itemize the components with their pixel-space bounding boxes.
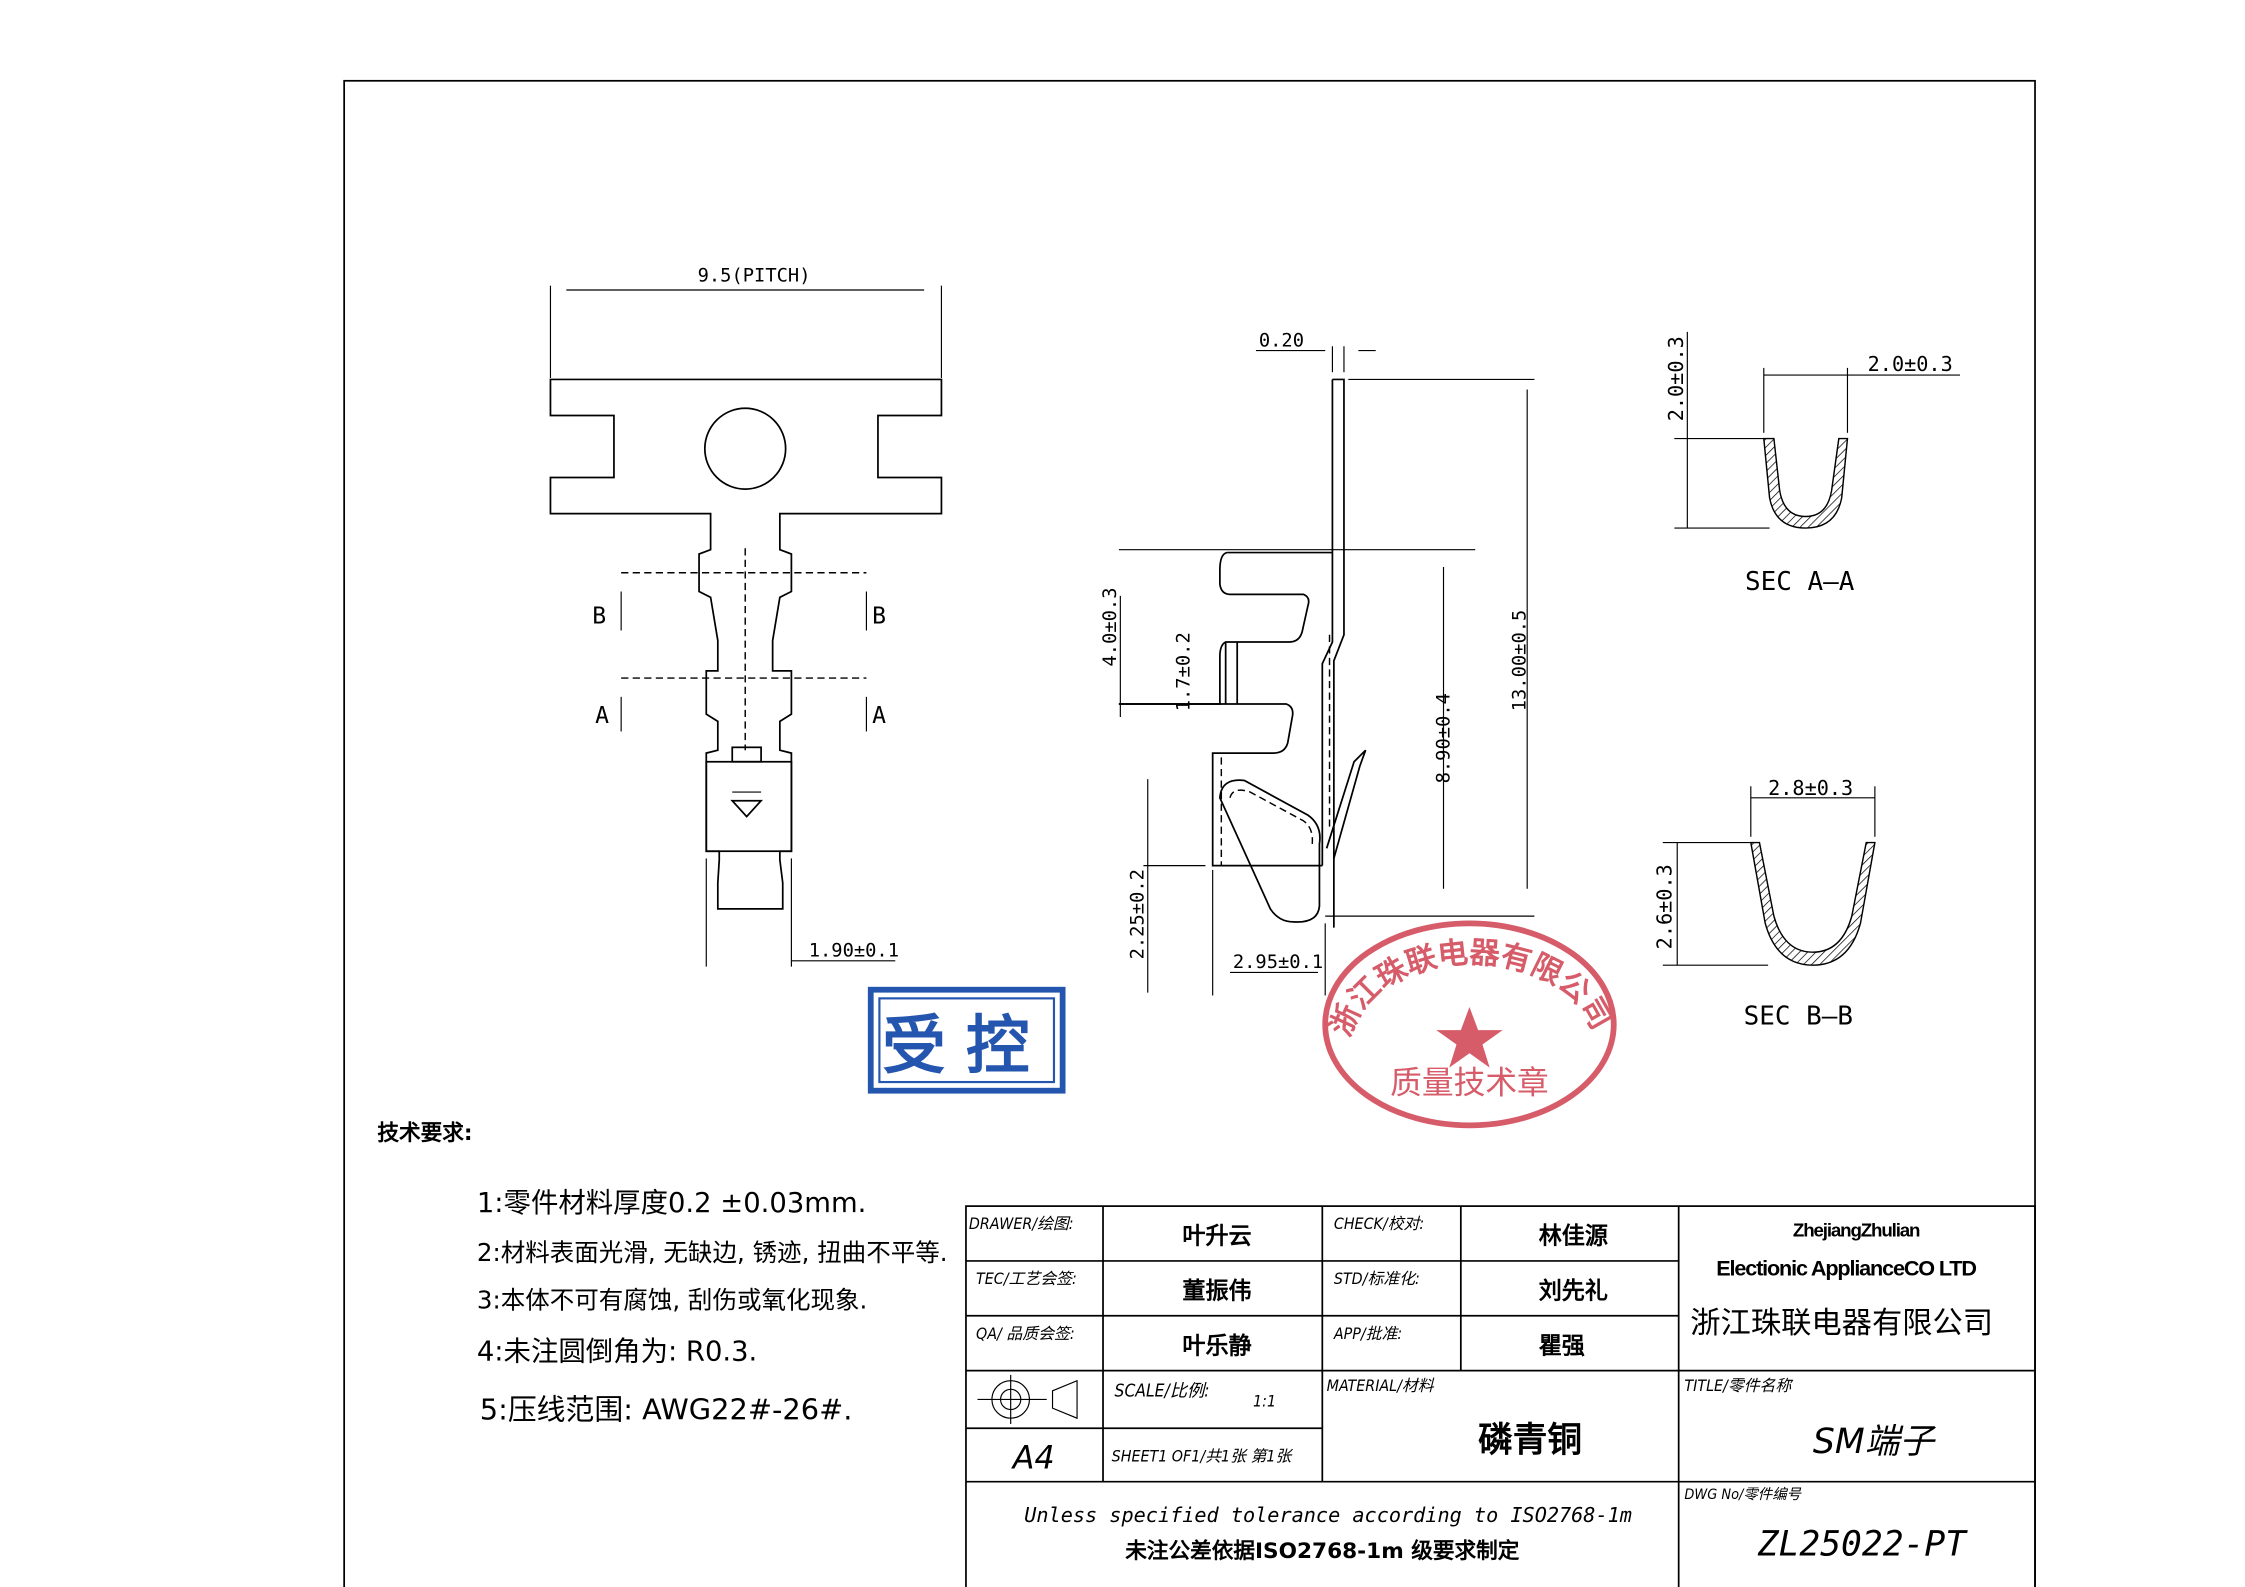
dimension-2-25: 2.25±0.2 <box>1127 869 1148 959</box>
drawer-label: DRAWER/绘图: <box>969 1214 1074 1233</box>
title-block: DRAWER/绘图: 叶升云 CHECK/校对: 林佳源 TEC/工艺会签: 董… <box>965 1205 2036 1587</box>
sheet-size: A4 <box>1011 1441 1055 1477</box>
sec-bb-label: SEC B–B <box>1744 1001 1853 1031</box>
section-b-b: 2.6±0.3 2.8±0.3 SEC B–B <box>1652 776 1876 1031</box>
sheet-number: SHEET1 OF1/共1张 第1张 <box>1112 1446 1294 1465</box>
projection-symbol-icon <box>977 1374 1078 1424</box>
material-label: MATERIAL/材料 <box>1327 1376 1435 1395</box>
tec-value: 董振伟 <box>1182 1277 1251 1304</box>
app-value: 瞿强 <box>1539 1333 1585 1359</box>
company-name-cn: 浙江珠联电器有限公司 <box>1690 1306 1993 1341</box>
company-seal: 浙江珠联电器有限公司 质量技术章 <box>1322 920 1618 1129</box>
technical-requirements: 技术要求: 1:零件材料厚度0.2 ±0.03mm. 2:材料表面光滑, 无缺边… <box>377 1121 947 1427</box>
sec-aa-label: SEC A–A <box>1745 567 1855 597</box>
title-label: TITLE/零件名称 <box>1684 1376 1793 1395</box>
material-value: 磷青铜 <box>1478 1420 1582 1460</box>
section-a-left-label: A <box>595 703 609 729</box>
section-b-right-label: B <box>872 603 886 629</box>
width-dimension: 1.90±0.1 <box>809 941 899 962</box>
check-label: CHECK/校对: <box>1334 1214 1424 1233</box>
tec-label: TEC/工艺会签: <box>976 1269 1077 1288</box>
section-a-a: 2.0±0.3 2.0±0.3 SEC A–A <box>1664 331 1961 597</box>
front-view: 9.5(PITCH) B B A A 1.90±0.1 <box>549 265 943 967</box>
note-item: 3:本体不可有腐蚀, 刮伤或氧化现象. <box>477 1286 867 1315</box>
std-label: STD/标准化: <box>1334 1269 1420 1288</box>
thickness-dimension: 0.20 <box>1259 330 1304 351</box>
section-a-right-label: A <box>872 703 886 729</box>
note-item: 5:压线范围: AWG22#-26#. <box>480 1393 853 1427</box>
note-item: 2:材料表面光滑, 无缺边, 锈迹, 扭曲不平等. <box>477 1238 948 1267</box>
scale-label: SCALE/比例: <box>1115 1382 1210 1402</box>
qa-value: 叶乐静 <box>1182 1332 1251 1359</box>
star-icon <box>1436 1007 1503 1068</box>
dimension-4-0: 4.0±0.3 <box>1100 588 1121 667</box>
app-label: APP/批准: <box>1333 1324 1402 1343</box>
dimension-1-7: 1.7±0.2 <box>1174 632 1195 711</box>
sec-bb-width-dim: 2.8±0.3 <box>1768 776 1853 800</box>
drawer-value: 叶升云 <box>1182 1224 1251 1250</box>
note-item: 1:零件材料厚度0.2 ±0.03mm. <box>477 1188 866 1219</box>
tolerance-note-en: Unless specified tolerance according to … <box>1024 1503 1632 1527</box>
sec-aa-height-dim: 2.0±0.3 <box>1664 336 1688 421</box>
tolerance-note-cn: 未注公差依据ISO2768-1m 级要求制定 <box>1125 1538 1520 1564</box>
dimension-13-00: 13.00±0.5 <box>1510 610 1531 712</box>
std-value: 刘先礼 <box>1539 1277 1608 1304</box>
company-name-en-line2: Electionic ApplianceCO LTD <box>1716 1255 1976 1280</box>
controlled-stamp-text: 受控 <box>882 1009 1049 1083</box>
dimension-8-90: 8.90±0.4 <box>1433 693 1454 783</box>
scale-value: 1:1 <box>1253 1392 1276 1411</box>
notes-heading: 技术要求: <box>377 1121 472 1146</box>
sec-bb-height-dim: 2.6±0.3 <box>1652 864 1676 949</box>
drawing-number: ZL25022-PT <box>1757 1524 1969 1564</box>
company-name-en-line1: ZhejiangZhulian <box>1793 1219 1920 1240</box>
controlled-stamp: 受控 <box>867 986 1066 1094</box>
pitch-dimension: 9.5(PITCH) <box>698 265 811 286</box>
sec-aa-width-dim: 2.0±0.3 <box>1868 352 1953 376</box>
check-value: 林佳源 <box>1539 1223 1608 1250</box>
section-b-left-label: B <box>592 603 606 629</box>
part-title: SM端子 <box>1813 1422 1936 1462</box>
note-item: 4:未注圆倒角为: R0.3. <box>477 1336 757 1367</box>
seal-center-text: 质量技术章 <box>1390 1066 1549 1102</box>
qa-label: QA/ 品质会签: <box>976 1324 1075 1343</box>
sheet-border <box>343 79 2036 1587</box>
side-view: 0.20 4.0±0.3 1.7±0.2 2.25±0.2 2.95±0.1 8… <box>1100 330 1535 996</box>
dwg-no-label: DWG No/零件编号 <box>1684 1486 1802 1503</box>
dimension-2-95: 2.95±0.1 <box>1233 952 1323 973</box>
